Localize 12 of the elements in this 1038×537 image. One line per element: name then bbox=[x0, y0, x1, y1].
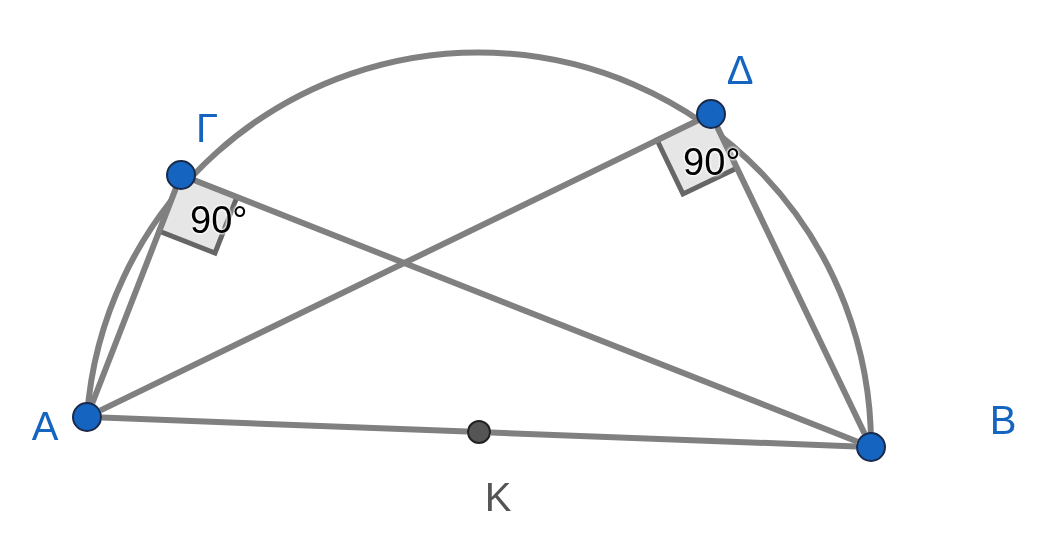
line-segment bbox=[99, 117, 699, 414]
point-label: Δ bbox=[725, 47, 755, 93]
point-label: B bbox=[988, 397, 1018, 443]
line-segment bbox=[490, 429, 857, 450]
angle-label: 90° bbox=[683, 140, 741, 184]
line-segment bbox=[101, 414, 468, 435]
line-segment bbox=[714, 126, 868, 435]
point-label: Γ bbox=[195, 105, 219, 151]
line-segment bbox=[89, 187, 179, 405]
point-label: K bbox=[483, 474, 513, 520]
point-label: A bbox=[30, 403, 60, 449]
line-segment bbox=[193, 177, 859, 445]
